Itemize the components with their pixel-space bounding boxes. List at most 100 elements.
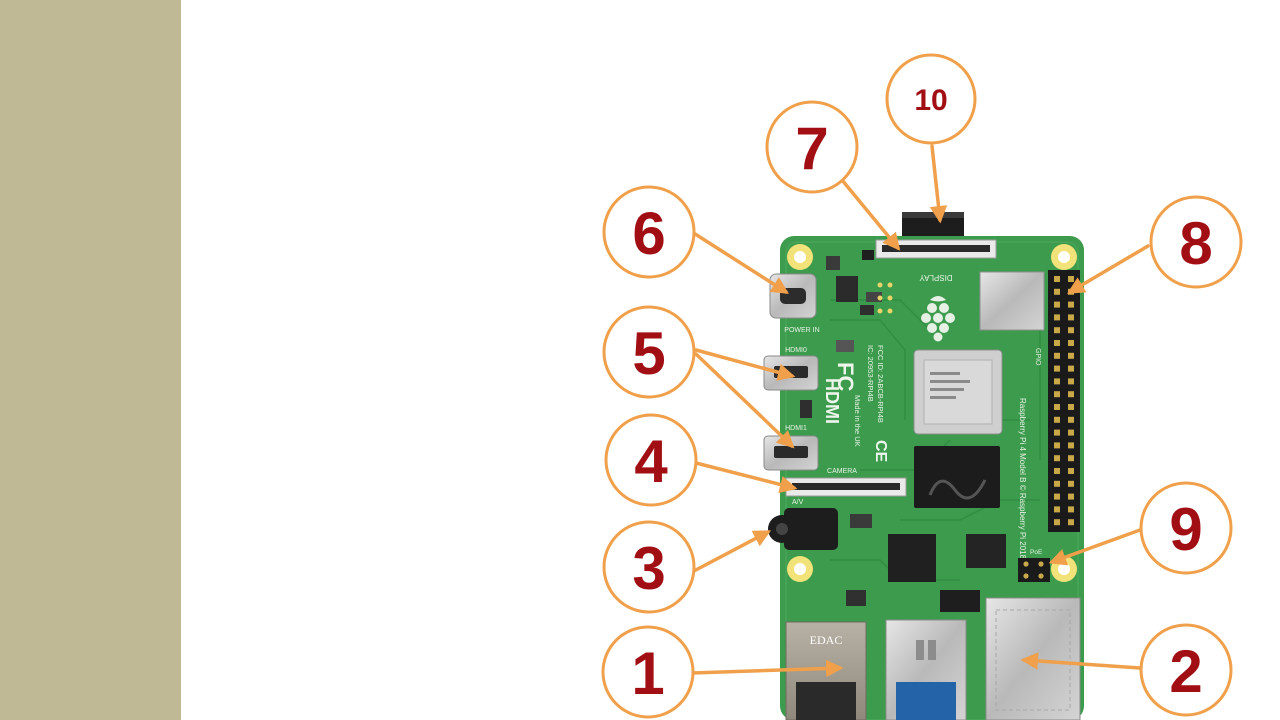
poe-silkscreen: PoE: [1030, 549, 1043, 556]
arrow-8: [1066, 244, 1150, 294]
callout-2: 2: [1139, 623, 1233, 717]
gpio-pin: [1054, 378, 1060, 385]
raspberry-pi-diagram: DISPLAY POWER IN FCC ID: 2ABCB-RPI4B: [601, 53, 1243, 720]
hdmi-logo: HDMI: [822, 378, 842, 424]
callout-10-label: 10: [914, 84, 947, 117]
gpio-pin: [1068, 442, 1074, 449]
callout-8: 8: [1149, 195, 1243, 289]
display-ribbon-cable: [902, 212, 964, 240]
gpio-pin: [1054, 506, 1060, 513]
arrow-3: [690, 530, 772, 574]
usb-controller-chip: [888, 534, 936, 582]
pi-board: DISPLAY POWER IN FCC ID: 2ABCB-RPI4B: [763, 212, 1084, 720]
made-in-silkscreen: Made in the UK: [853, 395, 862, 447]
gpio-pin: [1068, 416, 1074, 423]
arrow-5a: [694, 348, 796, 381]
display-silkscreen: DISPLAY: [919, 273, 953, 282]
gpio-pin: [1068, 301, 1074, 308]
gpio-pin: [1054, 519, 1060, 526]
arrow-4: [694, 461, 798, 494]
callout-1-label: 1: [631, 640, 664, 707]
mounting-holes: [787, 244, 1077, 582]
callout-9-label: 9: [1169, 496, 1202, 563]
gpio-pin: [1068, 327, 1074, 334]
gpio-pin: [1054, 301, 1060, 308]
callout-5-label: 5: [632, 320, 665, 387]
camera-connector: CAMERA A/V: [785, 468, 907, 506]
gpio-pin: [1068, 493, 1074, 500]
gpio-pin: [1054, 340, 1060, 346]
ce-logo: CE: [872, 440, 889, 463]
gpio-pin: [1054, 365, 1060, 372]
callout-7: 7: [765, 100, 859, 194]
gpio-pin: [1054, 276, 1060, 282]
gpio-pin: [1054, 429, 1060, 436]
gpio-pin: [1068, 352, 1074, 359]
ic-silkscreen: IC: 20953-RPI4B: [866, 345, 875, 402]
arrow-10: [929, 144, 948, 224]
hdmi0-silkscreen: HDMI0: [785, 347, 807, 354]
gpio-pin: [1068, 314, 1074, 321]
gpio-pin: [1054, 327, 1060, 334]
poe-header: PoE: [1018, 549, 1050, 582]
callout-1: 1: [601, 625, 695, 719]
audio-jack: [768, 508, 838, 550]
slide-canvas: DISPLAY POWER IN FCC ID: 2ABCB-RPI4B: [181, 0, 1280, 720]
arrow-7: [840, 178, 901, 251]
gpio-pin: [1054, 493, 1060, 500]
raspberry-logo: [921, 296, 955, 342]
gpio-pin: [1054, 442, 1060, 449]
callout-arrows: [690, 144, 1150, 678]
callout-9: 9: [1139, 481, 1233, 575]
gpio-pin: [1068, 340, 1074, 346]
gpio-pin: [1068, 391, 1074, 398]
callout-10: 10: [885, 53, 977, 145]
camera-silkscreen: CAMERA: [827, 468, 857, 475]
callout-3: 3: [602, 520, 696, 614]
usb3-port: [885, 619, 967, 720]
gpio-pin: [1054, 391, 1060, 398]
arrow-9: [1048, 528, 1142, 566]
callout-8-label: 8: [1179, 210, 1212, 277]
usb-brand-label: EDAC: [810, 633, 843, 647]
sidebar-band: [0, 0, 181, 720]
callouts: 1 2 3 4 5 6 7 8: [601, 53, 1243, 719]
gpio-pin: [1068, 365, 1074, 372]
gpio-pin: [1054, 416, 1060, 423]
callout-4: 4: [604, 413, 698, 507]
gpio-pin: [1068, 468, 1074, 474]
arrow-5b: [694, 352, 795, 449]
gpio-pin: [1054, 314, 1060, 321]
gpio-pin: [1068, 378, 1074, 385]
gpio-pin: [1054, 352, 1060, 359]
gpio-pin: [1068, 276, 1074, 282]
callout-2-label: 2: [1169, 638, 1202, 705]
gpio-silkscreen: GPIO: [1034, 348, 1041, 366]
gpio-pin: [1054, 468, 1060, 474]
gpio-pin: [1068, 506, 1074, 513]
gpio-pin: [1068, 519, 1074, 526]
callout-7-label: 7: [795, 115, 828, 182]
callout-5: 5: [602, 305, 696, 399]
gpio-pin: [1054, 455, 1060, 462]
wireless-shield: [979, 271, 1045, 331]
fcc-silkscreen: FCC ID: 2ABCB-RPI4B: [876, 345, 885, 423]
gpio-pin: [1068, 404, 1074, 410]
gpio-pin: [1054, 288, 1060, 295]
arrow-1: [690, 659, 844, 678]
av-silkscreen: A/V: [792, 499, 804, 506]
callout-6-label: 6: [632, 200, 665, 267]
soc-chip: [913, 349, 1003, 435]
gpio-pin: [1068, 429, 1074, 436]
gpio-pin: [1054, 480, 1060, 487]
hdmi1-silkscreen: HDMI1: [785, 425, 807, 432]
gpio-header: [1048, 270, 1080, 532]
fc-logo: FC: [833, 362, 858, 391]
gpio-pin: [1068, 480, 1074, 487]
arrow-6: [690, 230, 789, 294]
power-in-silkscreen: POWER IN: [784, 327, 819, 334]
callout-4-label: 4: [634, 428, 668, 495]
ram-chip: [914, 446, 1000, 508]
arrow-2: [1020, 652, 1142, 670]
gpio-pin: [1054, 404, 1060, 410]
